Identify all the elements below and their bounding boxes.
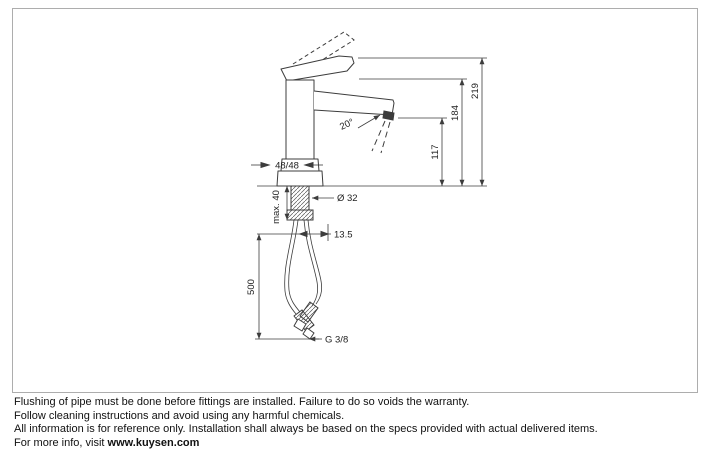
footer-notes: Flushing of pipe must be done before fit… (14, 396, 702, 450)
footer-line-cleaning: Follow cleaning instructions and avoid u… (14, 410, 702, 424)
spout-height-label: 117 (430, 144, 441, 159)
threaded-shank (291, 186, 309, 210)
footer-line-reference: All information is for reference only. I… (14, 423, 702, 437)
dim-aerator-height: 184 (450, 79, 462, 186)
footer-more-info-text: For more info, visit (14, 437, 108, 449)
hose-length-label: 500 (246, 279, 257, 295)
spout-angle-leader (358, 115, 380, 128)
aerator-height-label: 184 (450, 105, 461, 121)
dim-spout-height: 117 (430, 118, 442, 186)
faucet-spout (314, 91, 394, 115)
water-stream-dashes (381, 122, 390, 153)
dim-connection-thread: G 3/8 (309, 335, 348, 346)
dim-shank-diameter: Ø 32 (312, 193, 358, 204)
supply-hoses (285, 220, 322, 339)
hose-offset-label: 13.5 (334, 230, 353, 241)
mounting-nut (287, 210, 313, 220)
footer-line-warranty: Flushing of pipe must be done before fit… (14, 396, 702, 410)
total-height-label: 219 (470, 83, 481, 99)
escutcheon-base (277, 171, 323, 186)
footer-line-more-info: For more info, visit www.kuysen.com (14, 437, 702, 450)
kuysen-link: www.kuysen.com (108, 437, 200, 449)
dim-deck-thickness: max. 40 (271, 186, 287, 224)
drawing-frame: 20° 48/48 Ø 32 max. 40 (12, 8, 698, 393)
connection-thread-label: G 3/8 (325, 335, 348, 346)
deck-thickness-label: max. 40 (271, 190, 282, 224)
aerator (383, 111, 394, 120)
faucet-technical-drawing: 20° 48/48 Ø 32 max. 40 (13, 9, 697, 392)
faucet-body (286, 80, 314, 161)
dim-total-height: 219 (470, 58, 482, 186)
handle-width-label: 48/48 (275, 161, 299, 172)
shank-diameter-label: Ø 32 (337, 193, 358, 204)
faucet-handle (281, 56, 354, 81)
spout-angle-label: 20° (338, 117, 356, 133)
